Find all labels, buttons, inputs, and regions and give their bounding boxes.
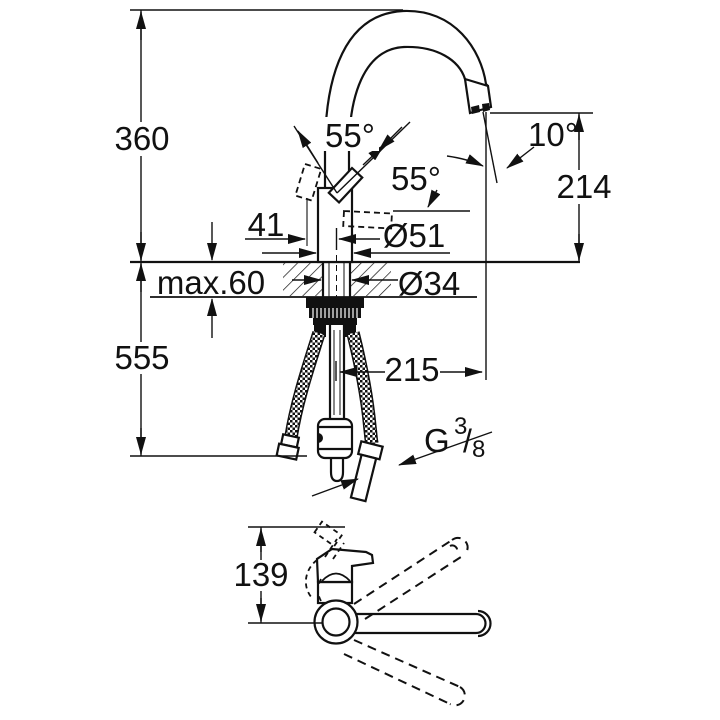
lever-dashed-up-position [294,162,323,202]
dimension-lines [130,9,593,497]
faucet-front-view [130,9,580,503]
angle-55-top-label: 55° [325,117,375,154]
hose-weight [316,417,354,460]
mounting-hardware [306,297,364,337]
thread-slash: / [463,423,472,459]
thread-numerator: 3 [454,413,467,440]
dim-41-label: 41 [248,206,285,243]
side-swivel-joint-inner [321,607,351,637]
thread-prefix: G [424,422,450,459]
side-lever-raised-dashed [305,520,345,602]
aerator-left [471,105,480,114]
spout-outer-wall [323,9,489,200]
pullout-hose [316,323,354,483]
dim-214-label: 214 [556,168,611,205]
max-60-label: max.60 [157,264,265,301]
dim-139-label: 139 [233,556,288,593]
aerator-right [482,103,490,112]
side-swivel-joint [313,599,359,645]
thread-g38-label: G 3 / 8 [424,413,485,463]
hose-thread-end [349,453,378,503]
side-spout-cap [477,609,492,638]
side-view-dimensions [248,526,345,624]
thread-denominator: 8 [472,436,485,463]
lever-dashed-down-position [342,210,393,230]
supply-hose-left [275,330,326,461]
faucet-side-view [305,520,492,707]
dim-555-label: 555 [114,339,169,376]
label-backgrounds [116,117,608,589]
angle-10-label: 10° [528,116,578,153]
dim-215-label: 215 [384,351,439,388]
hose-tip [329,471,345,483]
nozzle-axis-line [482,111,498,184]
weight-notch [318,433,323,443]
supply-hose-right [346,331,385,503]
dia-34-label: Ø34 [398,265,460,302]
angle-55-right-label: 55° [391,160,441,197]
dim-360-label: 360 [114,120,169,157]
side-spout-swivel-range [343,536,469,707]
side-spout-tube [350,612,487,635]
dia-51-label: Ø51 [383,217,445,254]
